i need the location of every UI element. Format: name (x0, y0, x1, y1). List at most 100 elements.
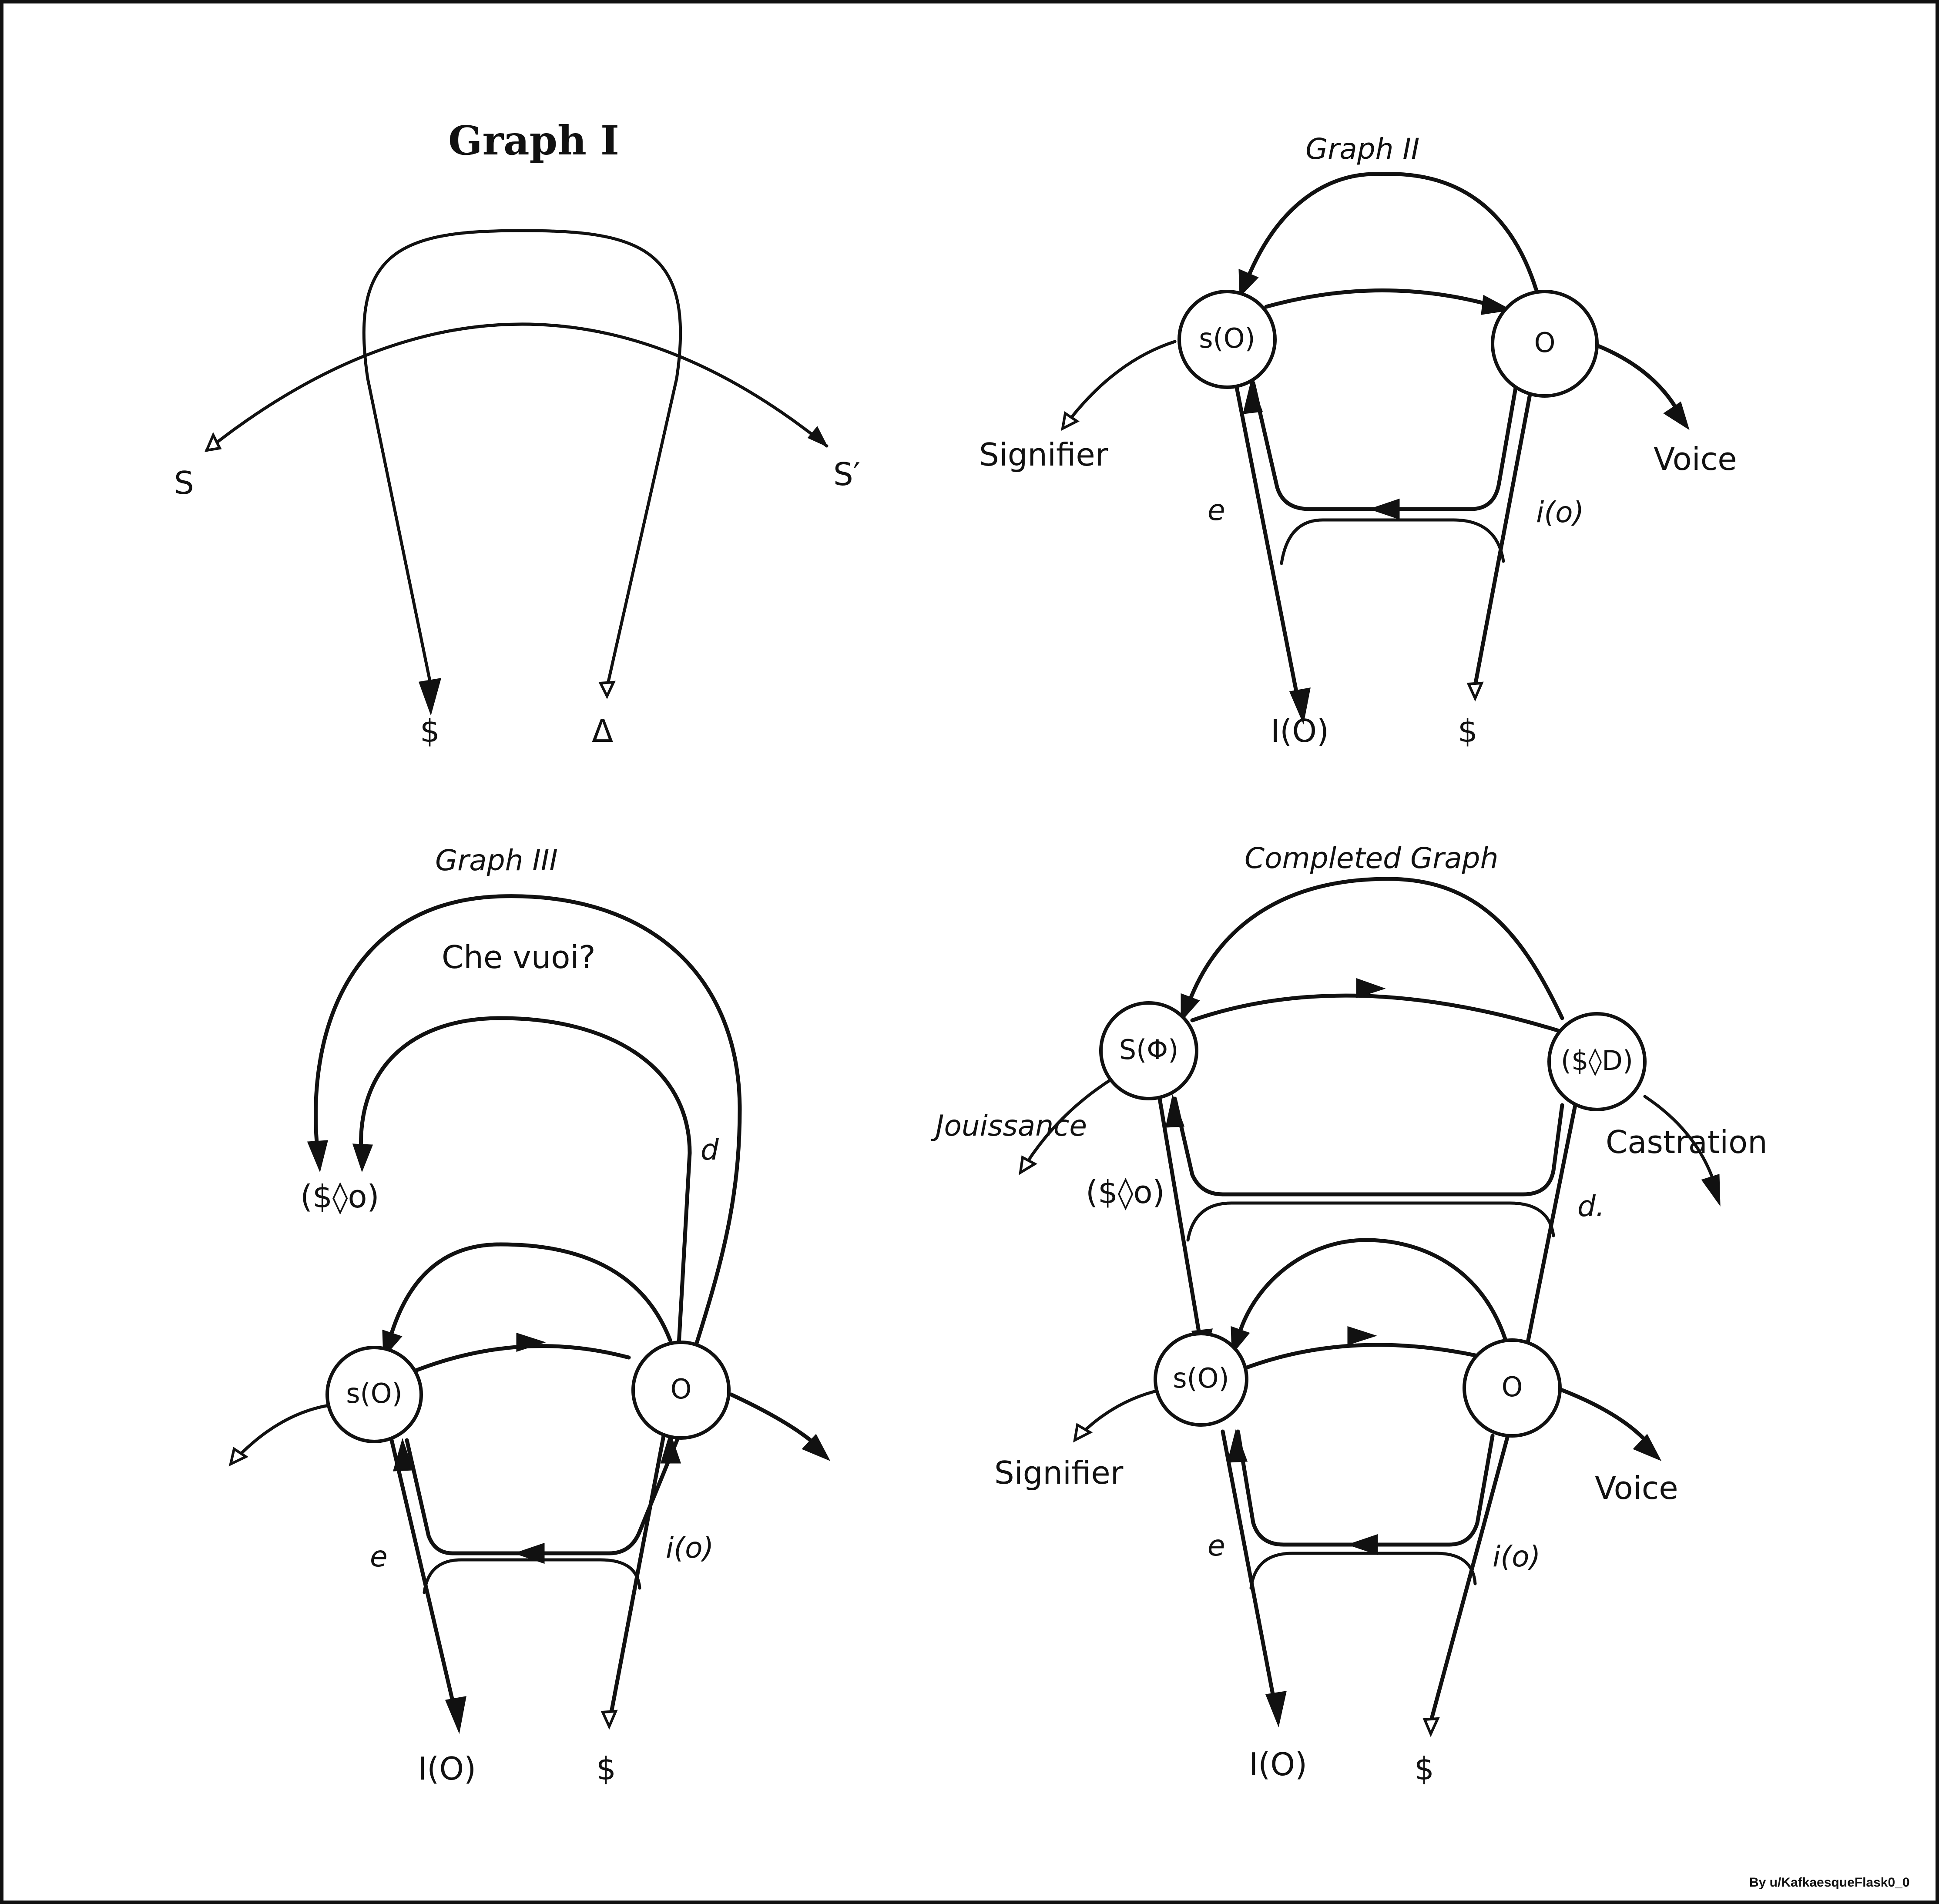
graph-3-chain-arrowhead (516, 1332, 546, 1352)
graph-3-node-s-o-label: s(O) (346, 1378, 402, 1409)
graph-3-right-outer-line (609, 1434, 666, 1714)
graph-3-label-fantasy: ($◊o) (300, 1178, 379, 1215)
graph-4-voice-line (1560, 1388, 1651, 1447)
graph-4-lower-chain (1242, 1343, 1477, 1371)
graph-2-voice-arrowhead (1663, 401, 1690, 430)
graph-3-lower-loop (423, 1558, 641, 1594)
graph-2-label-voice: Voice (1654, 441, 1737, 477)
graph-3-I-O-arrowhead (445, 1696, 466, 1734)
graph-2-node-s-o (1177, 290, 1277, 389)
graph-3-title: Graph III (435, 844, 558, 877)
graph-4-label-barred-s: $ (1414, 1750, 1434, 1787)
graph-4-signifier-marker (1073, 1423, 1093, 1443)
graph-1-loop-arrowhead (418, 678, 442, 716)
graph-4-node-S-Phi (1099, 1001, 1198, 1100)
graph-4-upper-chain (1190, 993, 1562, 1033)
graph-3-node-o (631, 1341, 731, 1440)
graph-4-barred-s-marker (1422, 1717, 1440, 1737)
graph-4-upper-left-inner (1173, 1096, 1225, 1197)
graph-3-label-i-o: i(o) (666, 1531, 714, 1565)
graph-2-label-i-o: i(o) (1536, 496, 1584, 529)
graph-2-left-inner-line (1251, 381, 1312, 511)
credit-text: By u/KafkaesqueFlask0_0 (1749, 1875, 1910, 1890)
graph-2-return-arrowhead (1238, 268, 1259, 298)
graph-4-lower-return-arrowhead (1231, 1326, 1250, 1355)
graph-4-label-signifier: Signifier (994, 1455, 1124, 1491)
graph-3-label-che-vuoi: Che vuoi? (442, 939, 596, 975)
graph-2-return-arc (1245, 172, 1538, 292)
graph-3-label-I-O: I(O) (418, 1750, 476, 1787)
graph-2-label-I-O: I(O) (1271, 713, 1329, 749)
graph-4-label-i-o: i(o) (1493, 1540, 1540, 1573)
graph-3-fantasy-arc (359, 1016, 692, 1347)
graph-2-label-barred-s: $ (1458, 713, 1478, 749)
graph-3-voice-arrowhead (802, 1434, 831, 1461)
graph-4-node-drive (1547, 1012, 1647, 1111)
graph-3-left-outer-line (389, 1438, 457, 1712)
graph-4-node-drive-label: ($◊D) (1561, 1045, 1633, 1076)
graph-1-loop-start-marker (598, 680, 616, 699)
graph-3-node-o-label: O (671, 1373, 692, 1405)
graph-3-barred-s-marker (600, 1710, 618, 1730)
graph-2-I-O-arrowhead (1289, 687, 1311, 725)
graph-1-signifier-chain (205, 322, 829, 452)
graph-4-lower-right-outer (1429, 1434, 1510, 1721)
graph-4-lower-lower-loop (1249, 1552, 1477, 1590)
graph-3-return-arc (387, 1242, 672, 1342)
graph-2-title: Graph II (1305, 132, 1419, 166)
graph-4-label-e: e (1208, 1529, 1225, 1562)
graph-2-voice-line (1590, 342, 1677, 409)
graph-4-upper-return-arrowhead (1181, 993, 1200, 1022)
graph-3-label-e: e (370, 1540, 388, 1573)
graph-1-title: Graph I (448, 117, 619, 164)
graph-2-right-outer-line (1473, 383, 1534, 687)
graph-4-upper-left-outer (1157, 1096, 1203, 1347)
graph-2-left-outer-line (1234, 381, 1301, 707)
graph-2-barred-s-marker (1466, 681, 1484, 702)
graph-4: Completed Graph (931, 841, 1768, 1787)
graph-1-label-delta: Δ (592, 713, 613, 749)
graph-4-lower-chain-arrowhead (1347, 1326, 1377, 1346)
graph-3-node-s-o (325, 1346, 423, 1443)
graph-4-upper-lower-loop (1186, 1201, 1555, 1242)
graph-3-che-vuoi-arrowhead (307, 1140, 328, 1173)
graph-4-lower-return-arc (1236, 1238, 1508, 1342)
graph-4-node-o (1463, 1338, 1562, 1438)
graph-4-jouissance-line (1023, 1077, 1114, 1168)
graph-2-node-s-o-label: s(O) (1199, 322, 1255, 354)
graph-4-lower-left-up-arrowhead (1227, 1429, 1248, 1463)
graph-4-label-jouissance: Jouissance (931, 1109, 1087, 1143)
graph-2-label-signifier: Signifier (979, 436, 1108, 473)
graph-4-node-S-Phi-label: S(Φ) (1119, 1034, 1179, 1066)
graph-3-che-vuoi-arc (314, 894, 742, 1347)
graph-4-lower-left-inner (1236, 1429, 1286, 1547)
graph-4-lower-horizontal-arrowhead (1347, 1534, 1378, 1555)
graph-3-label-barred-s: $ (596, 1750, 616, 1787)
graph-4-upper-left-up-arrowhead (1165, 1094, 1185, 1128)
graph-2-horizontal-arrowhead (1369, 498, 1400, 520)
graph-4-node-s-o (1154, 1332, 1248, 1427)
graph-4-lower-left-outer (1221, 1429, 1277, 1708)
graph-4-castration-line (1643, 1095, 1716, 1185)
graph-1-label-barred-s: $ (420, 713, 440, 749)
graph-1-loop (362, 229, 682, 689)
graph-4-label-I-O: I(O) (1249, 1746, 1307, 1783)
graph-3-up-arrowhead (392, 1438, 414, 1472)
graph-4-upper-chain-arrowhead (1356, 978, 1386, 999)
graph-4-voice-arrowhead (1633, 1434, 1662, 1461)
graph-1-label-s-prime: S′ (833, 456, 860, 493)
graph-2-signifier-line (1064, 340, 1177, 426)
graph-3-signifier-line (233, 1404, 330, 1462)
graph-4-label-castration: Castration (1606, 1124, 1768, 1160)
graph-2-label-e: e (1208, 493, 1225, 527)
graph-3-label-d: d (701, 1133, 719, 1167)
graph-3-horizontal-arrowhead (513, 1542, 545, 1564)
graph-3-right-up-arrowhead (660, 1431, 681, 1464)
graph-3-fantasy-arrowhead (352, 1143, 373, 1173)
graph-4-castration-arrowhead (1701, 1173, 1721, 1207)
graph-2-chain (1264, 288, 1499, 309)
graph-3-left-inner-line (405, 1438, 455, 1555)
graph-4-lower-right-inner (1447, 1434, 1495, 1547)
